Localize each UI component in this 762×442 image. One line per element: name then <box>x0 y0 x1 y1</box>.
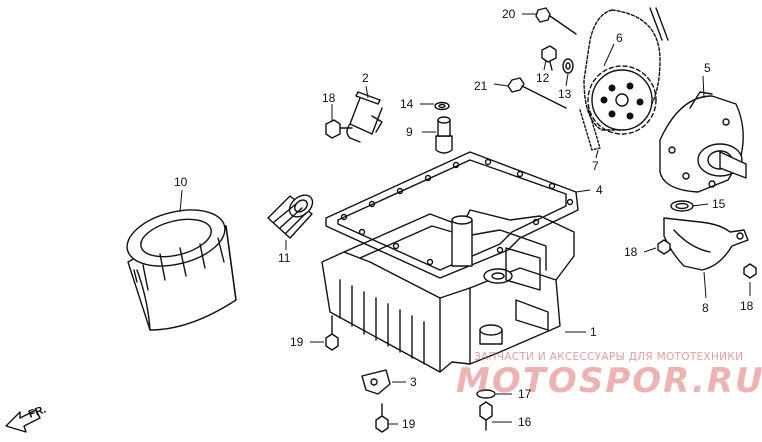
washer-13 <box>562 58 574 74</box>
bolt-19-upper <box>325 315 339 351</box>
front-direction-label: FR. <box>27 403 48 420</box>
callout-7: 7 <box>592 159 599 173</box>
callout-13: 13 <box>558 87 572 101</box>
oil-pump-sprocket <box>587 65 657 135</box>
oil-filter <box>126 209 237 331</box>
drive-chain-lower <box>579 107 601 151</box>
callout-11: 11 <box>278 251 291 265</box>
bolt-20 <box>535 7 577 35</box>
washer-17 <box>476 389 496 399</box>
callout-9: 9 <box>406 125 413 139</box>
oil-pump <box>659 91 747 193</box>
callout-14: 14 <box>400 97 414 111</box>
callout-labels: 1 2 3 4 5 6 7 8 9 10 11 12 13 14 15 16 1… <box>174 7 754 431</box>
bolt-19-lower <box>375 403 389 433</box>
callout-20: 20 <box>502 7 516 21</box>
watermark-caption: ЗАПЧАСТИ И АКСЕССУАРЫ ДЛЯ МОТОТЕХНИКИ <box>474 351 743 363</box>
watermark-brand: MOTOSPOR.RU <box>456 361 762 401</box>
leader-lines <box>179 13 751 425</box>
callout-10: 10 <box>174 175 188 189</box>
callout-2: 2 <box>362 71 369 85</box>
oil-pan <box>321 209 575 373</box>
callout-6: 6 <box>616 31 623 45</box>
callout-16: 16 <box>518 415 532 429</box>
gasket-bolt-holes <box>340 158 574 266</box>
callout-12: 12 <box>536 71 550 85</box>
callout-5: 5 <box>704 61 711 75</box>
callout-8: 8 <box>702 301 709 315</box>
callout-19-lower: 19 <box>402 417 416 431</box>
oil-pressure-fitting <box>435 116 453 154</box>
callout-18-bracket: 18 <box>322 91 336 105</box>
callout-3: 3 <box>410 375 417 389</box>
bolt-18-pipe-left <box>657 239 671 255</box>
hose-clamp-bracket <box>346 91 383 143</box>
callout-4: 4 <box>596 183 603 197</box>
callout-1: 1 <box>590 325 597 339</box>
bolt-18-pipe-right <box>743 263 757 279</box>
front-direction-marker: FR. <box>5 403 48 433</box>
callout-18-pipe-right: 18 <box>740 299 754 313</box>
bracket-3 <box>361 369 391 395</box>
oil-strainer <box>267 194 314 239</box>
bolt-12 <box>541 45 557 71</box>
oil-pipe <box>663 217 749 271</box>
callout-17: 17 <box>518 387 532 401</box>
callout-19-upper: 19 <box>290 335 304 349</box>
washer-14 <box>434 101 450 111</box>
drain-bolt-16 <box>479 401 493 431</box>
callout-21: 21 <box>474 79 488 93</box>
o-ring-15 <box>670 200 694 212</box>
callout-15: 15 <box>712 197 726 211</box>
bolt-18-bracket <box>325 119 353 139</box>
callout-18-pipe-left: 18 <box>624 245 638 259</box>
